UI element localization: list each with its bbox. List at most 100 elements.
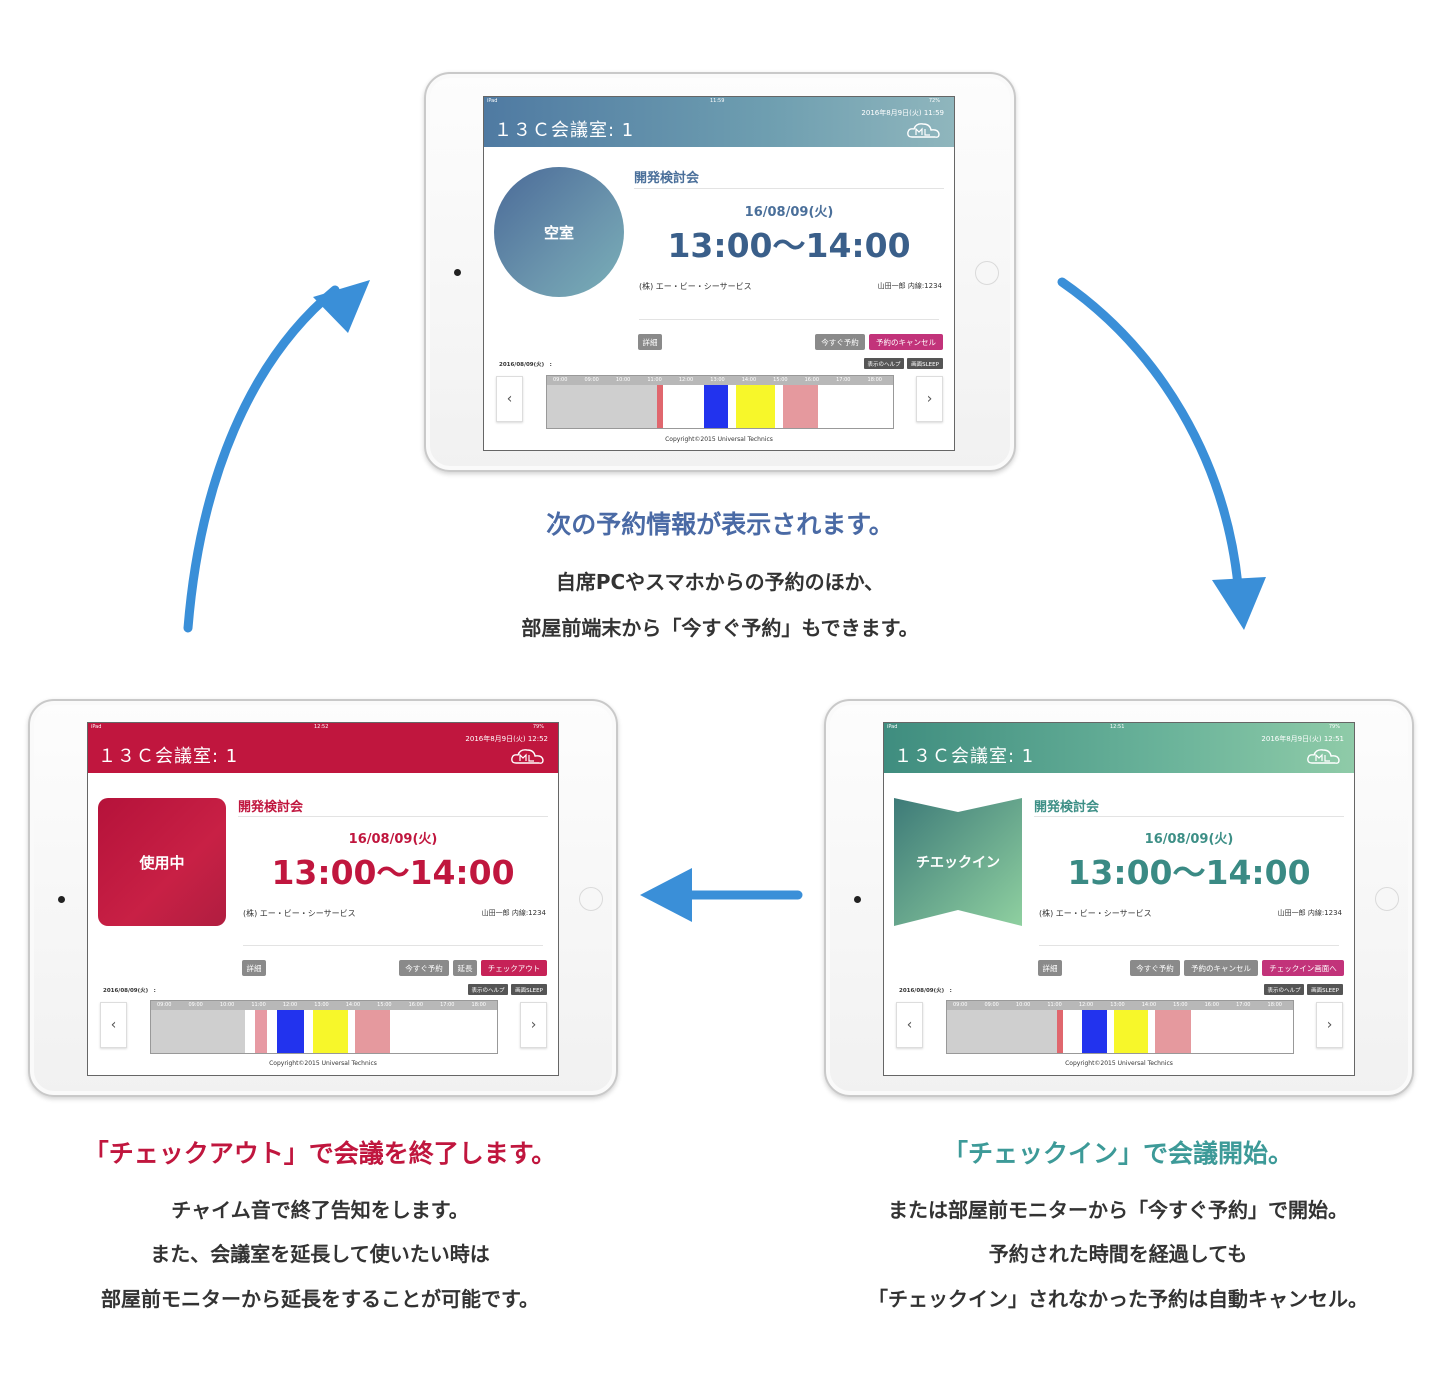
home-button[interactable] — [579, 887, 603, 911]
timeline-slot[interactable] — [609, 385, 627, 428]
timeline-slot[interactable] — [418, 1010, 436, 1053]
divider — [1034, 816, 1344, 817]
details-button[interactable]: 詳細 — [242, 960, 266, 976]
status-bar: iPad 12:51 79% — [884, 723, 1354, 731]
timeline-slot[interactable] — [978, 1010, 996, 1053]
timeline-slot[interactable] — [151, 1010, 168, 1053]
timeline-hour-label: 17:00 — [440, 1002, 455, 1008]
timeline-slot[interactable] — [562, 385, 580, 428]
arrow-up-icon — [183, 280, 370, 633]
prev-arrow-button[interactable]: ‹ — [896, 1002, 923, 1048]
timeline-slot[interactable] — [994, 1010, 1011, 1053]
timeline-slot[interactable] — [465, 1010, 483, 1053]
timeline-hour-label: 11:00 — [647, 377, 662, 383]
checkin-screen-button[interactable]: チェックイン画面へ — [1262, 960, 1344, 976]
timeline-slot[interactable] — [166, 1010, 184, 1053]
next-arrow-button[interactable]: › — [1316, 1002, 1343, 1048]
timeline-slot[interactable] — [481, 1010, 497, 1053]
timeline-slot[interactable] — [672, 385, 690, 428]
timeline-slot[interactable] — [830, 385, 847, 428]
help-button[interactable]: 表示のヘルプ — [864, 358, 904, 369]
timeline-hour-label: 16:00 — [1204, 1002, 1220, 1008]
timeline-slot[interactable] — [578, 385, 596, 428]
sleep-button[interactable]: 画面SLEEP — [1307, 984, 1343, 995]
prev-arrow-button[interactable]: ‹ — [100, 1002, 127, 1048]
reserve-now-button[interactable]: 今すぐ予約 — [815, 334, 865, 350]
timeline-reservation-block[interactable] — [735, 385, 776, 428]
meeting-title: 開発検討会 — [238, 800, 304, 815]
header-datetime: 2016年8月9日(火) 12:51 — [1261, 735, 1344, 743]
timeline-slot[interactable] — [1261, 1010, 1279, 1053]
timeline-slot[interactable] — [1009, 1010, 1027, 1053]
timeline-slot[interactable] — [1025, 1010, 1043, 1053]
timeline-slot[interactable] — [229, 1010, 247, 1053]
checkout-button[interactable]: チェックアウト — [481, 960, 547, 976]
timeline-reservation-block[interactable] — [657, 385, 663, 428]
caption-right-line-2: 予約された時間を経過しても — [988, 1242, 1248, 1266]
help-button[interactable]: 表示のヘルプ — [1264, 984, 1304, 995]
timeline-slot[interactable] — [845, 385, 863, 428]
timeline-slot[interactable] — [402, 1010, 420, 1053]
arrow-down-icon — [1057, 277, 1266, 630]
reserve-now-button[interactable]: 今すぐ予約 — [399, 960, 449, 976]
timeline-slot[interactable] — [1245, 1010, 1263, 1053]
timeline-slot[interactable] — [625, 385, 643, 428]
home-button[interactable] — [1375, 887, 1399, 911]
timeline-hour-label: 14:00 — [741, 377, 757, 383]
timeline-slot[interactable] — [947, 1010, 964, 1053]
caption-right-title: 「チェックイン」で会議開始。 — [942, 1139, 1293, 1168]
timeline-reservation-block[interactable] — [355, 1010, 391, 1053]
camera — [454, 269, 461, 276]
timeline-reservation-block[interactable] — [782, 385, 818, 428]
timeline-reservation-block[interactable] — [704, 385, 728, 428]
timeline-slot[interactable] — [877, 385, 893, 428]
timeline-reservation-block[interactable] — [254, 1010, 267, 1053]
timeline-slot[interactable] — [1041, 1010, 1059, 1053]
details-button[interactable]: 詳細 — [638, 334, 662, 350]
help-button[interactable]: 表示のヘルプ — [468, 984, 508, 995]
sleep-button[interactable]: 画面SLEEP — [907, 358, 943, 369]
timeline-slot[interactable] — [861, 385, 879, 428]
timeline-slot[interactable] — [449, 1010, 467, 1053]
timeline-slot[interactable] — [198, 1010, 215, 1053]
timeline-slot[interactable] — [547, 385, 564, 428]
timeline-slot[interactable] — [1198, 1010, 1216, 1053]
chevron-right-icon: › — [530, 1017, 537, 1033]
meeting-title: 開発検討会 — [1034, 800, 1100, 815]
timeline-slot[interactable] — [182, 1010, 200, 1053]
timeline-hour-label: 11:00 — [1047, 1002, 1062, 1008]
reserve-now-button[interactable]: 今すぐ予約 — [1130, 960, 1180, 976]
details-button[interactable]: 詳細 — [1038, 960, 1062, 976]
next-arrow-button[interactable]: › — [916, 376, 943, 422]
timeline-slot[interactable] — [213, 1010, 231, 1053]
prev-arrow-button[interactable]: ‹ — [496, 376, 523, 422]
meeting-date: 16/08/09(火) — [348, 832, 438, 847]
timeline-slot[interactable] — [1277, 1010, 1293, 1053]
divider — [639, 319, 939, 320]
timeline-reservation-block[interactable] — [312, 1010, 348, 1053]
timeline-slot[interactable] — [962, 1010, 980, 1053]
timeline-reservation-block[interactable] — [1154, 1010, 1191, 1053]
timeline-slot[interactable] — [688, 385, 706, 428]
sleep-button[interactable]: 画面SLEEP — [511, 984, 547, 995]
timeline-reservation-block[interactable] — [1113, 1010, 1149, 1053]
timeline-hour-label: 13:00 — [1110, 1002, 1125, 1008]
timeline-reservation-block[interactable] — [276, 1010, 304, 1053]
divider — [243, 945, 543, 946]
timeline-reservation-block[interactable] — [1082, 1010, 1108, 1053]
device-label: iPad — [887, 724, 898, 730]
cancel-reservation-button[interactable]: 予約のキャンセル — [869, 334, 943, 350]
timeline-reservation-block[interactable] — [1057, 1010, 1063, 1053]
timeline-slot[interactable] — [594, 385, 611, 428]
home-button[interactable] — [975, 261, 999, 285]
organizer-person: 山田一郎 内線:1234 — [877, 282, 942, 290]
timeline-slot[interactable] — [434, 1010, 451, 1053]
timeline-slot[interactable] — [1214, 1010, 1232, 1053]
timeline-slot[interactable] — [641, 385, 659, 428]
timeline-slot[interactable] — [1230, 1010, 1247, 1053]
timeline-hour-label: 15:00 — [1173, 1002, 1188, 1008]
extend-button[interactable]: 延長 — [453, 960, 477, 976]
status-time: 11:59 — [710, 98, 725, 104]
cancel-reservation-button[interactable]: 予約のキャンセル — [1184, 960, 1258, 976]
next-arrow-button[interactable]: › — [520, 1002, 547, 1048]
